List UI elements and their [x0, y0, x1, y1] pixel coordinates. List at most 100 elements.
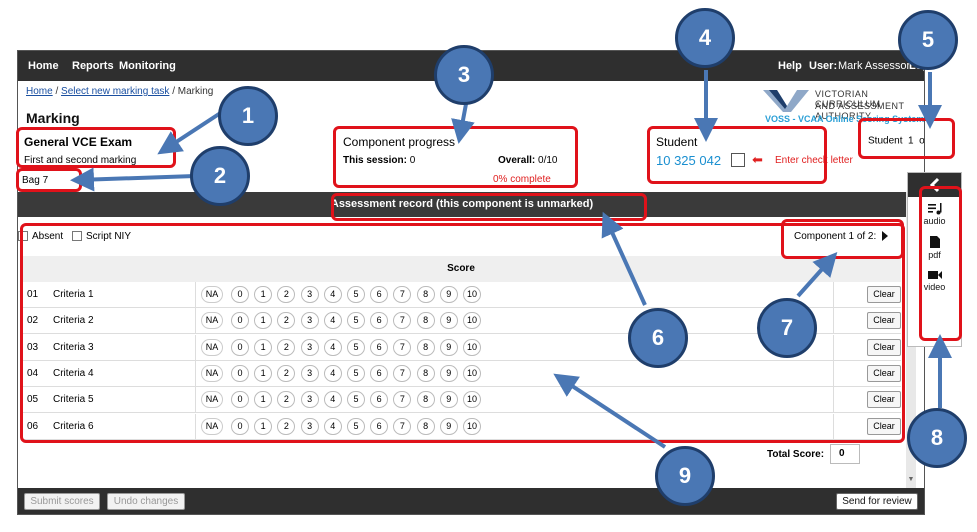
- score-option-0[interactable]: 0: [231, 338, 249, 356]
- score-option-4[interactable]: 4: [323, 286, 342, 303]
- score-option-1[interactable]: 1: [254, 417, 273, 435]
- absent-checkbox[interactable]: Absent: [18, 231, 63, 242]
- score-option-1[interactable]: 1: [254, 338, 273, 356]
- score-option-10[interactable]: 10: [463, 286, 481, 303]
- score-option-7[interactable]: 7: [393, 417, 412, 435]
- score-option-7[interactable]: 7: [393, 312, 412, 330]
- score-na-button[interactable]: NA: [201, 417, 223, 435]
- nav-reports[interactable]: Reports: [72, 60, 114, 72]
- score-option-3[interactable]: 3: [300, 364, 319, 382]
- score-option-5[interactable]: 5: [347, 286, 365, 303]
- score-option-8[interactable]: 8: [416, 364, 435, 382]
- score-option-5[interactable]: 5: [347, 364, 365, 382]
- score-na-button[interactable]: NA: [201, 312, 223, 330]
- score-option-6[interactable]: 6: [370, 417, 389, 435]
- score-option-1[interactable]: 1: [254, 286, 273, 303]
- score-option-0[interactable]: 0: [231, 286, 249, 303]
- score-option-6[interactable]: 6: [370, 391, 389, 409]
- score-option-10[interactable]: 10: [463, 417, 481, 435]
- score-option-7[interactable]: 7: [393, 391, 412, 409]
- session-value: 0: [409, 155, 416, 166]
- score-option-0[interactable]: 0: [231, 364, 249, 382]
- score-option-4[interactable]: 4: [323, 364, 342, 382]
- score-option-9[interactable]: 9: [439, 338, 458, 356]
- scroll-down-icon[interactable]: ▼: [907, 476, 915, 483]
- score-option-4[interactable]: 4: [323, 417, 342, 435]
- score-option-2[interactable]: 2: [277, 417, 296, 435]
- clear-button[interactable]: Clear: [867, 338, 901, 356]
- score-option-9[interactable]: 9: [439, 417, 458, 435]
- score-option-6[interactable]: 6: [370, 338, 389, 356]
- score-option-2[interactable]: 2: [277, 391, 296, 409]
- score-option-8[interactable]: 8: [416, 338, 435, 356]
- score-option-10[interactable]: 10: [463, 312, 481, 330]
- score-option-3[interactable]: 3: [300, 338, 319, 356]
- score-option-0[interactable]: 0: [231, 391, 249, 409]
- clear-button[interactable]: Clear: [867, 391, 901, 409]
- nav-help[interactable]: Help: [778, 60, 802, 72]
- score-option-3[interactable]: 3: [300, 312, 319, 330]
- send-for-review-button[interactable]: Send for review: [836, 493, 918, 510]
- breadcrumb-select-task[interactable]: Select new marking task: [61, 86, 170, 97]
- nav-monitoring[interactable]: Monitoring: [119, 60, 176, 72]
- score-option-2[interactable]: 2: [277, 312, 296, 330]
- score-option-3[interactable]: 3: [300, 417, 319, 435]
- score-na-button[interactable]: NA: [201, 286, 223, 303]
- criteria-number: 02: [27, 315, 39, 327]
- script-niy-checkbox[interactable]: Script NIY: [72, 231, 131, 242]
- score-option-8[interactable]: 8: [416, 417, 435, 435]
- score-option-10[interactable]: 10: [463, 391, 481, 409]
- score-option-5[interactable]: 5: [347, 338, 365, 356]
- undo-changes-button[interactable]: Undo changes: [107, 493, 185, 510]
- score-option-9[interactable]: 9: [439, 391, 458, 409]
- score-option-8[interactable]: 8: [416, 286, 435, 303]
- score-option-7[interactable]: 7: [393, 286, 412, 303]
- score-option-0[interactable]: 0: [231, 312, 249, 330]
- clear-button[interactable]: Clear: [867, 286, 901, 303]
- score-option-9[interactable]: 9: [439, 286, 458, 303]
- breadcrumb-home[interactable]: Home: [26, 86, 53, 97]
- score-option-2[interactable]: 2: [277, 286, 296, 303]
- score-option-8[interactable]: 8: [416, 312, 435, 330]
- score-option-5[interactable]: 5: [347, 417, 365, 435]
- score-option-6[interactable]: 6: [370, 286, 389, 303]
- score-na-button[interactable]: NA: [201, 391, 223, 409]
- score-option-10[interactable]: 10: [463, 364, 481, 382]
- video-button[interactable]: video: [908, 269, 961, 292]
- pdf-button[interactable]: pdf: [908, 235, 961, 260]
- clear-button[interactable]: Clear: [867, 312, 901, 330]
- score-option-7[interactable]: 7: [393, 364, 412, 382]
- score-option-9[interactable]: 9: [439, 364, 458, 382]
- score-option-1[interactable]: 1: [254, 312, 273, 330]
- score-option-10[interactable]: 10: [463, 338, 481, 356]
- submit-scores-button[interactable]: Submit scores: [24, 493, 100, 510]
- score-option-9[interactable]: 9: [439, 312, 458, 330]
- score-na-button[interactable]: NA: [201, 364, 223, 382]
- score-option-1[interactable]: 1: [254, 391, 273, 409]
- score-option-8[interactable]: 8: [416, 391, 435, 409]
- score-option-1[interactable]: 1: [254, 364, 273, 382]
- score-option-3[interactable]: 3: [300, 391, 319, 409]
- score-option-4[interactable]: 4: [323, 338, 342, 356]
- collapse-panel-button[interactable]: [908, 173, 961, 197]
- next-component-icon[interactable]: [882, 231, 889, 242]
- score-option-7[interactable]: 7: [393, 338, 412, 356]
- score-option-2[interactable]: 2: [277, 364, 296, 382]
- clear-button[interactable]: Clear: [867, 417, 901, 435]
- score-option-5[interactable]: 5: [347, 312, 365, 330]
- pdf-label: pdf: [928, 250, 941, 260]
- score-option-6[interactable]: 6: [370, 364, 389, 382]
- score-option-5[interactable]: 5: [347, 391, 365, 409]
- check-letter-input[interactable]: [731, 153, 745, 167]
- score-option-4[interactable]: 4: [323, 312, 342, 330]
- clear-button[interactable]: Clear: [867, 364, 901, 382]
- audio-button[interactable]: audio: [908, 202, 961, 226]
- score-option-2[interactable]: 2: [277, 338, 296, 356]
- score-option-0[interactable]: 0: [231, 417, 249, 435]
- nav-home[interactable]: Home: [28, 60, 59, 72]
- score-option-4[interactable]: 4: [323, 391, 342, 409]
- score-option-3[interactable]: 3: [300, 286, 319, 303]
- score-option-6[interactable]: 6: [370, 312, 389, 330]
- score-na-button[interactable]: NA: [201, 338, 223, 356]
